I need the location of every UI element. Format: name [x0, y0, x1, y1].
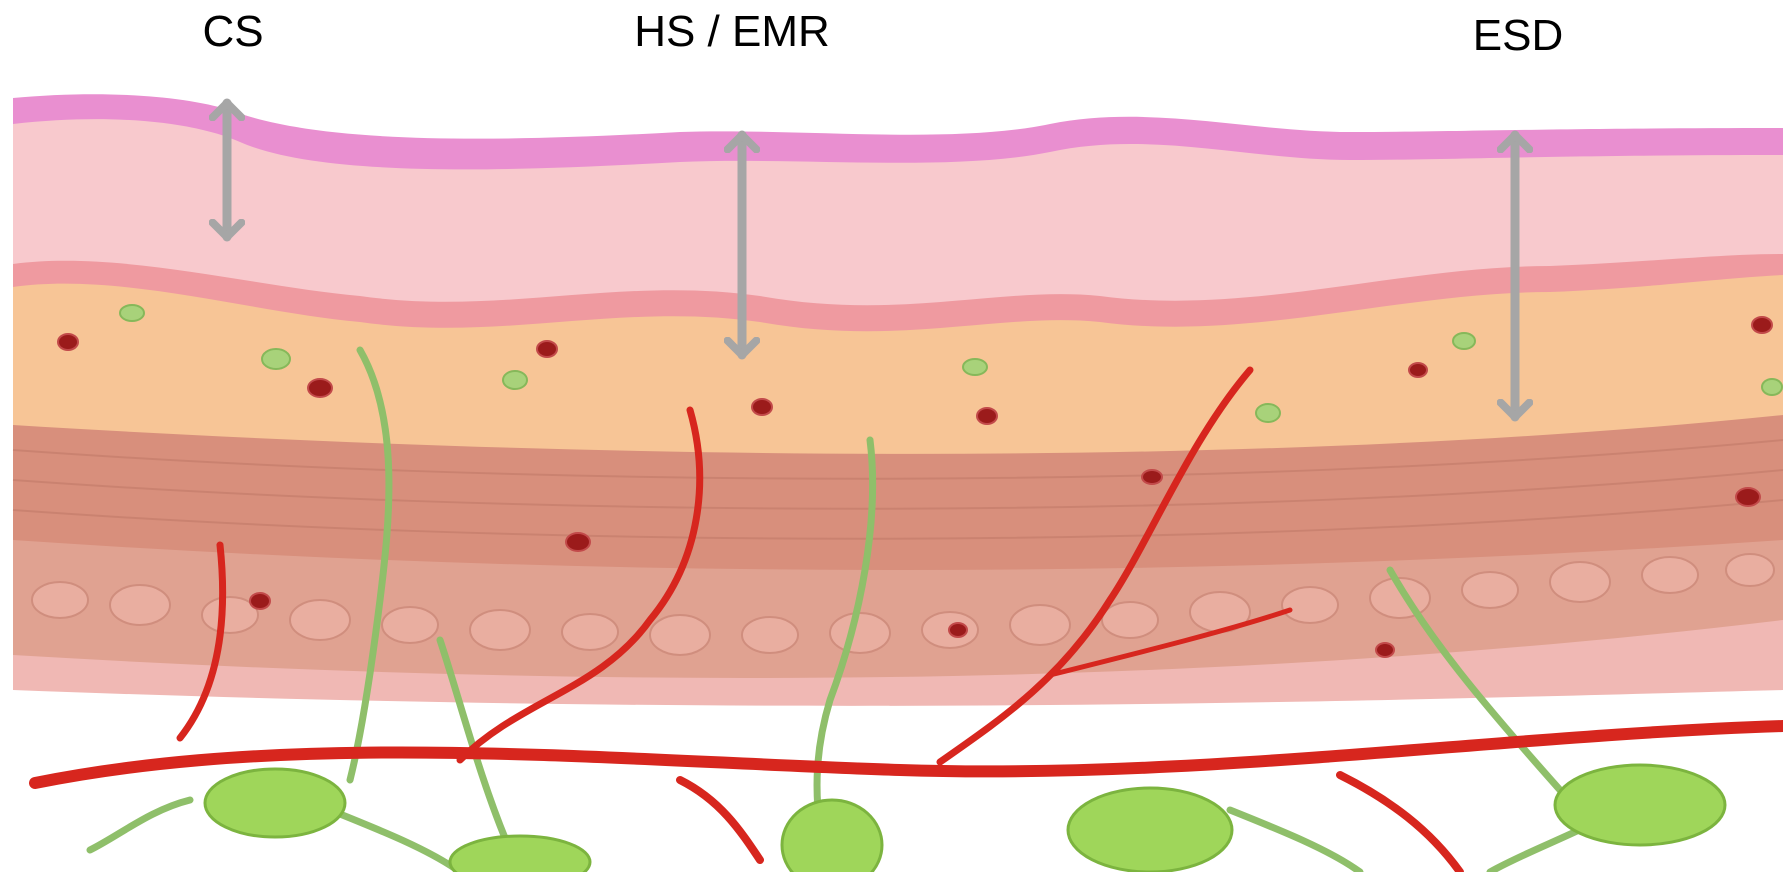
tissue-cross-section — [0, 0, 1783, 872]
